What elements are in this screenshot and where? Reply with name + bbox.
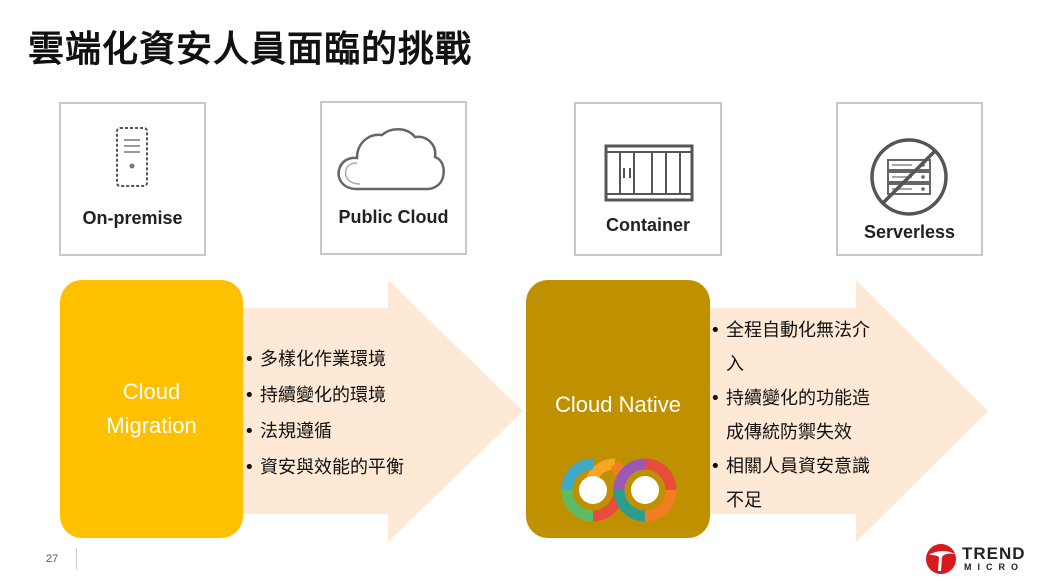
- brand-name-line1: TREND: [962, 544, 1026, 563]
- card-container: Container: [574, 102, 722, 256]
- bullet-item-line2: 成傳統防禦失效: [726, 422, 852, 443]
- footer-divider: [76, 548, 77, 570]
- right-arrow: [640, 280, 988, 542]
- bullet-item: 持續變化的環境: [244, 378, 404, 414]
- card-label: On-premise: [82, 208, 183, 228]
- trend-micro-logo-icon: [926, 544, 956, 574]
- server-icon: [116, 127, 148, 187]
- card-public-cloud: Public Cloud: [320, 101, 467, 255]
- container-icon: [604, 144, 694, 202]
- brand-logo: TREND MICRO: [924, 542, 1028, 576]
- bullet-item-line2: 不足: [726, 490, 762, 511]
- bullet-item: 法規遵循: [244, 414, 404, 450]
- bullet-item-line1: 持續變化的功能造: [726, 388, 870, 409]
- no-server-icon: [870, 138, 948, 216]
- box-label-line2: Migration: [106, 413, 197, 438]
- bullet-item: 多樣化作業環境: [244, 342, 404, 378]
- card-on-premise: On-premise: [59, 102, 206, 256]
- brand-name-line2: MICRO: [964, 562, 1024, 572]
- cloud-migration-box: Cloud Migration: [60, 280, 243, 538]
- card-label: Container: [605, 215, 690, 235]
- page-number: 27: [46, 553, 59, 565]
- box-label: Cloud Native: [555, 392, 681, 417]
- bullet-item: 資安與效能的平衡: [244, 450, 404, 486]
- native-bullet-list: • 全程自動化無法介 入 • 持續變化的功能造 成傳統防禦失效 • 相關人員資安…: [710, 314, 870, 518]
- bullet-item-line2: 入: [726, 354, 744, 375]
- devops-loop-icon: [561, 458, 677, 522]
- bullet-item-line1: 相關人員資安意識: [726, 456, 870, 477]
- card-label: Serverless: [863, 222, 956, 242]
- cloud-native-box: Cloud Native: [526, 280, 710, 538]
- migration-bullet-list: 多樣化作業環境 持續變化的環境 法規遵循 資安與效能的平衡: [244, 342, 404, 486]
- card-label: Public Cloud: [338, 207, 449, 227]
- cloud-icon: [337, 128, 445, 191]
- box-label-line1: Cloud: [122, 379, 181, 404]
- card-serverless: Serverless: [836, 102, 983, 256]
- page-title: 雲端化資安人員面臨的挑戰: [28, 29, 473, 70]
- bullet-item-line1: 全程自動化無法介: [726, 320, 870, 341]
